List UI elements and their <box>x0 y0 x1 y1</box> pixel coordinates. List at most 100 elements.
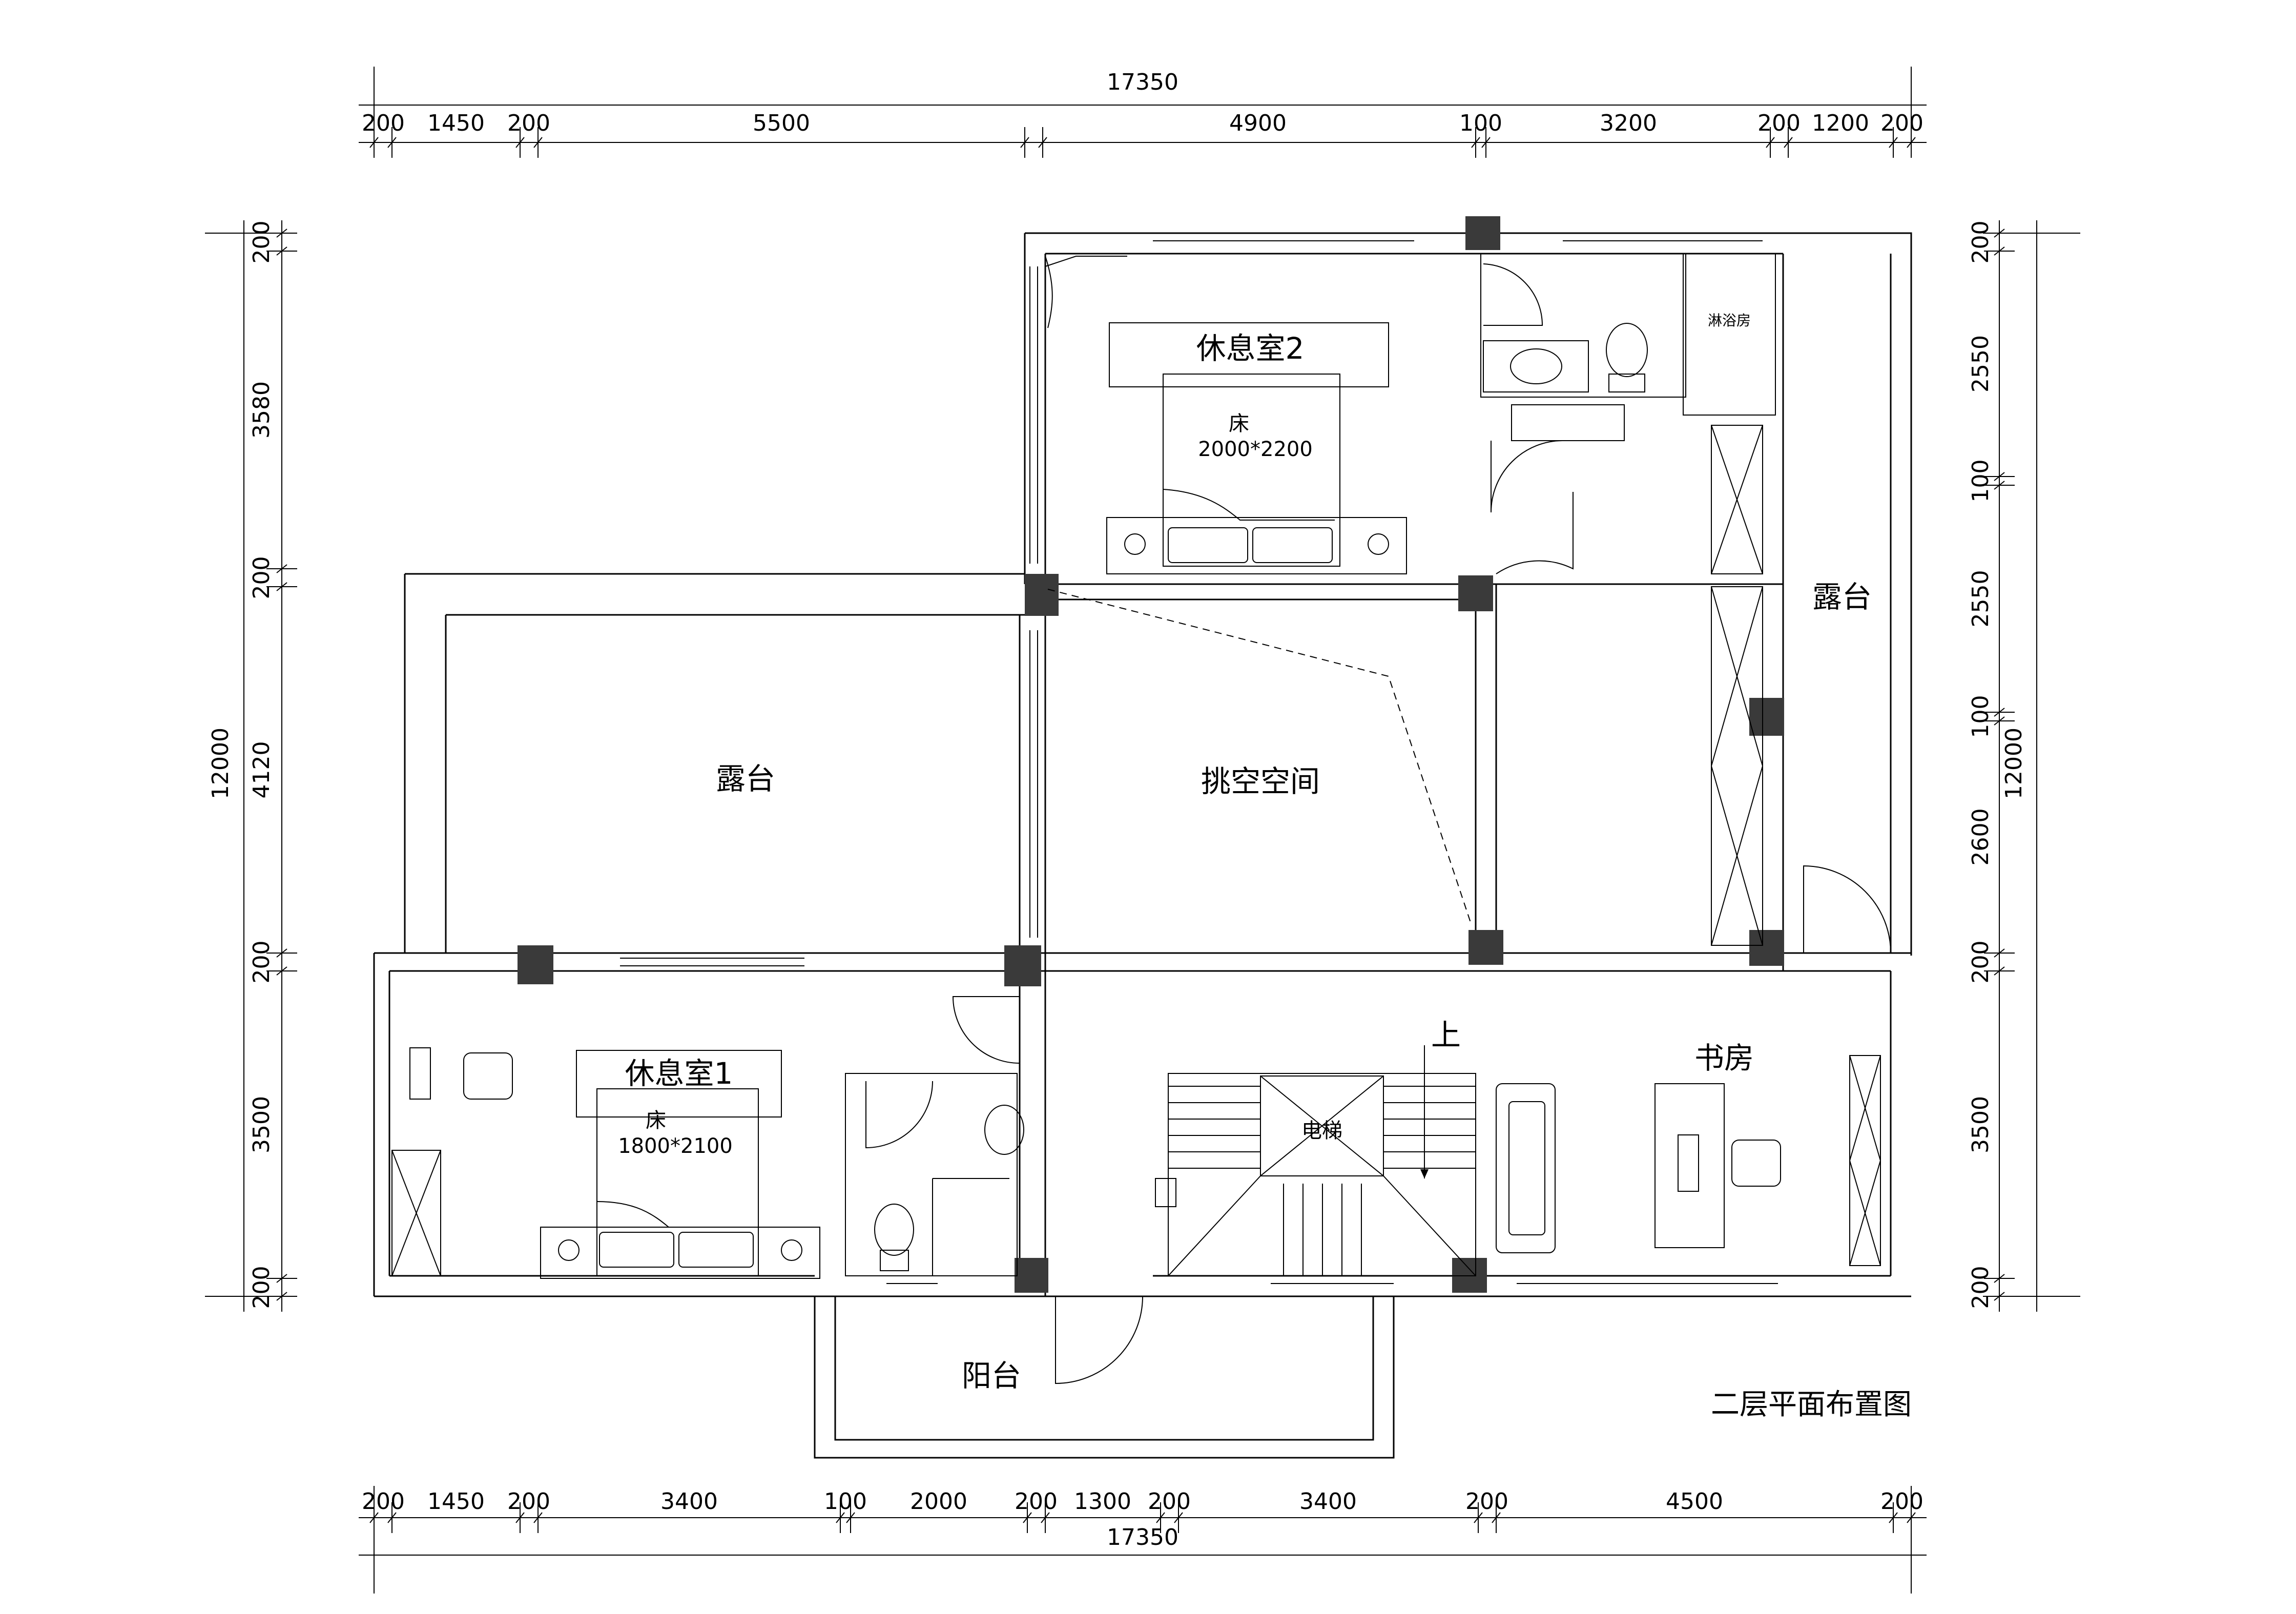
dimension-tick <box>1474 1512 1483 1523</box>
dimension-tick <box>1994 481 2005 490</box>
dimension-tick <box>276 966 287 976</box>
balcony <box>814 1296 1395 1459</box>
dimension-label: 200 <box>507 110 550 136</box>
dimension-tick <box>276 1292 287 1301</box>
closet-strip <box>1711 425 1763 946</box>
rest-room-2-furniture <box>1045 256 1407 574</box>
rest-room-1-furniture <box>391 996 1020 1279</box>
dimension-tick <box>1784 137 1793 148</box>
column <box>1004 945 1041 986</box>
stair-up-label: 上 <box>1431 1018 1461 1052</box>
dimension-label: 200 <box>249 221 275 264</box>
dimension-tick <box>276 948 287 958</box>
dimension-label: 2000 <box>910 1488 967 1515</box>
dimension-tick <box>1038 137 1047 148</box>
column <box>518 945 553 984</box>
bed-2 <box>1163 374 1340 567</box>
dimension-tick <box>1994 966 2005 976</box>
dimension-label: 3580 <box>249 381 275 439</box>
shower-room-label: 淋浴房 <box>1708 312 1751 329</box>
bed-1-label: 床 <box>646 1109 666 1132</box>
dimension-tick <box>1471 137 1480 148</box>
dimension-label: 4900 <box>1229 110 1287 136</box>
bed-1 <box>596 1088 759 1276</box>
dimension-label: 200 <box>1880 110 1923 136</box>
dimension-tick <box>369 137 379 148</box>
dimension-label: 200 <box>1968 221 1994 264</box>
dimension-tick <box>387 137 397 148</box>
dimension-tick <box>846 1512 855 1523</box>
dimension-label: 4120 <box>249 741 275 799</box>
study-label: 书房 <box>1694 1041 1754 1075</box>
terrace-door-arc <box>1803 865 1891 954</box>
dimension-label: 100 <box>1459 110 1502 136</box>
dimension-label: 200 <box>249 556 275 599</box>
dimension-tick <box>1889 137 1898 148</box>
dimension-label: 200 <box>362 110 405 136</box>
bed-1-size: 1800*2100 <box>618 1134 733 1158</box>
dimension-tick <box>369 1512 379 1523</box>
dimension-label: 200 <box>1148 1488 1191 1515</box>
left-total-dimension: 12000 <box>208 728 234 799</box>
dimension-label: 200 <box>362 1488 405 1515</box>
column <box>1015 1258 1048 1293</box>
dimension-tick <box>1174 1512 1183 1523</box>
column <box>1749 698 1784 736</box>
bathroom-1 <box>845 1073 1024 1276</box>
structural-columns <box>518 216 1784 1293</box>
dimension-label: 100 <box>1968 695 1994 738</box>
elevator-shaft <box>1260 1075 1384 1176</box>
dimension-label: 1300 <box>1074 1488 1131 1515</box>
rest-room-1-label: 休息室1 <box>625 1056 733 1091</box>
bed-2-size: 2000*2200 <box>1198 438 1313 461</box>
rest-room-2-label: 休息室2 <box>1196 331 1305 366</box>
dimension-label: 5500 <box>753 110 810 136</box>
dimension-label: 3200 <box>1600 110 1657 136</box>
terrace-left-label: 露台 <box>716 761 775 796</box>
dimension-tick <box>1907 1512 1916 1523</box>
dimension-tick <box>515 137 525 148</box>
dimension-tick <box>1023 1512 1032 1523</box>
dimension-tick <box>1020 137 1029 148</box>
dimension-label: 200 <box>1968 1266 1994 1309</box>
bed-2-label: 床 <box>1229 412 1249 436</box>
dimension-tick <box>1889 1512 1898 1523</box>
dimension-label: 200 <box>1757 110 1801 136</box>
dimension-label: 100 <box>1968 460 1994 503</box>
dimension-tick <box>515 1512 525 1523</box>
column <box>1468 930 1503 965</box>
dimension-label: 3500 <box>249 1096 275 1153</box>
column <box>1749 930 1784 966</box>
dimension-tick <box>533 1512 543 1523</box>
dimension-label: 1450 <box>427 110 485 136</box>
walls <box>373 232 1912 1297</box>
bottom-total-dimension: 17350 <box>1107 1524 1178 1550</box>
top-total-dimension: 17350 <box>1107 69 1178 95</box>
dimension-label: 3400 <box>1299 1488 1357 1515</box>
dimension-label: 2600 <box>1968 809 1994 866</box>
dimension-tick <box>1994 229 2005 238</box>
dimension-label: 200 <box>1015 1488 1058 1515</box>
dimension-tick <box>276 582 287 591</box>
dimension-tick <box>1994 472 2005 481</box>
dimension-tick <box>1156 1512 1165 1523</box>
dimension-label: 3400 <box>660 1488 718 1515</box>
dimension-label: 1200 <box>1812 110 1869 136</box>
dimension-tick <box>387 1512 397 1523</box>
right-total-dimension: 12000 <box>2001 728 2027 799</box>
dimension-label: 100 <box>824 1488 867 1515</box>
dimension-label: 1450 <box>427 1488 485 1515</box>
dimension-tick <box>276 229 287 238</box>
dimension-tick <box>533 137 543 148</box>
dimension-tick <box>836 1512 845 1523</box>
dimension-tick <box>1492 1512 1501 1523</box>
dimension-label: 200 <box>1968 941 1994 984</box>
right-terrace-outline <box>1782 254 1892 971</box>
dimension-tick <box>276 1274 287 1283</box>
dimension-tick <box>1994 716 2005 726</box>
dimension-tick <box>1907 137 1916 148</box>
dimension-tick <box>1041 1512 1050 1523</box>
dimension-label: 3500 <box>1968 1096 1994 1153</box>
drawing-title: 二层平面布置图 <box>1711 1388 1912 1421</box>
